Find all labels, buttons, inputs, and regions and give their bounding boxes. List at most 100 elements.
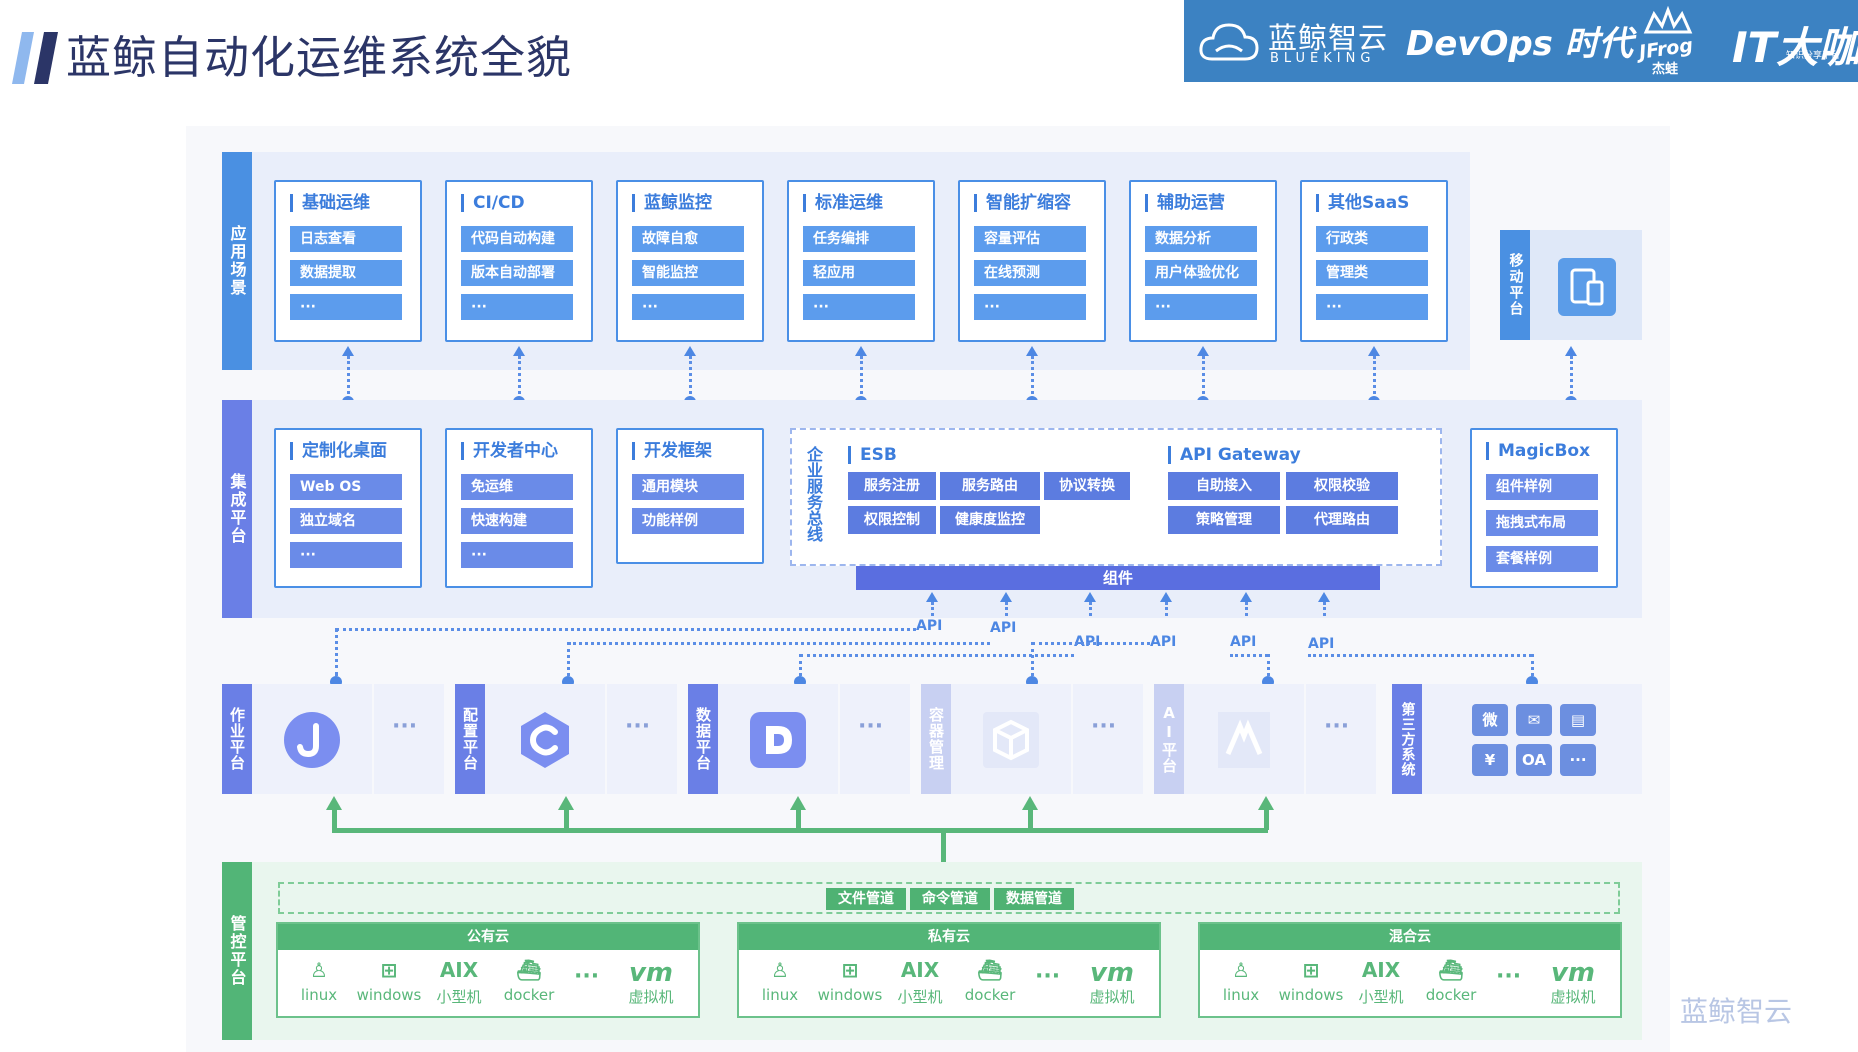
app-card-item[interactable]: 数据分析 [1145, 226, 1257, 252]
app-card-item[interactable]: ··· [974, 294, 1086, 320]
integration-card-item[interactable]: ··· [461, 542, 573, 568]
config-platform-icon[interactable] [515, 710, 575, 770]
api-gateway-item[interactable]: 自助接入 [1168, 472, 1280, 500]
app-card-title: 标准运维 [803, 194, 883, 212]
app-card-item[interactable]: ··· [461, 294, 573, 320]
app-card-item[interactable]: 版本自动部署 [461, 260, 573, 286]
app-card-item[interactable]: 代码自动构建 [461, 226, 573, 252]
data-platform-icon[interactable] [748, 710, 808, 770]
esb-item[interactable]: 协议转换 [1044, 472, 1130, 500]
os-item: ⊞windows [354, 958, 424, 1004]
up-arrow-icon [1240, 592, 1252, 602]
app-card-item[interactable]: 用户体验优化 [1145, 260, 1257, 286]
linux-icon: ♙ [310, 958, 328, 982]
os-label: linux [1222, 986, 1260, 1004]
app-card: 蓝鲸监控故障自愈智能监控··· [616, 180, 764, 342]
message-icon[interactable]: ▤ [1560, 704, 1596, 736]
os-item: ♙linux [1206, 958, 1276, 1004]
os-label: windows [817, 986, 883, 1004]
integration-card-title: 开发者中心 [461, 442, 558, 460]
app-card-item[interactable]: 数据提取 [290, 260, 402, 286]
app-card-item[interactable]: 容量评估 [974, 226, 1086, 252]
os-item: ⛴docker [494, 958, 564, 1004]
brand-name-en: BLUEKING [1270, 51, 1376, 66]
app-card-item[interactable]: 智能监控 [632, 260, 744, 286]
mail-icon[interactable]: ✉ [1516, 704, 1552, 736]
windows-icon: ⊞ [380, 958, 398, 982]
ai-platform-icon[interactable] [1214, 710, 1274, 770]
yuan-icon[interactable]: ¥ [1472, 744, 1508, 776]
dotted-connector [931, 602, 934, 616]
app-card-item[interactable]: ··· [632, 294, 744, 320]
integration-card-item[interactable]: 独立域名 [290, 508, 402, 534]
app-card-title: 智能扩缩容 [974, 194, 1071, 212]
layer-tag-control: 管控平台 [222, 862, 252, 1040]
job-platform-icon[interactable] [282, 710, 342, 770]
app-card-item[interactable]: 任务编排 [803, 226, 915, 252]
platform-tag: 第三方系统 [1392, 684, 1422, 794]
app-card-item[interactable]: 故障自愈 [632, 226, 744, 252]
app-card-item[interactable]: ··· [803, 294, 915, 320]
watermark: 蓝鲸智云 [1680, 995, 1793, 1028]
oa-icon[interactable]: OA [1516, 744, 1552, 776]
platform-tag: 数据平台 [688, 684, 718, 794]
app-card-item[interactable]: 管理类 [1316, 260, 1428, 286]
up-arrow-icon [1026, 346, 1038, 356]
integration-card-item[interactable]: 快速构建 [461, 508, 573, 534]
layer-tag-app: 应用场景 [222, 152, 252, 370]
dotted-connector [689, 356, 692, 400]
pipe-panel [278, 882, 1620, 914]
component-bar: 组件 [856, 566, 1380, 590]
esb-item[interactable]: 权限控制 [848, 506, 936, 534]
pipe-item[interactable]: 命令管道 [910, 888, 990, 910]
app-card-item[interactable]: ··· [1145, 294, 1257, 320]
integration-card-item[interactable]: 功能样例 [632, 508, 744, 534]
vm-icon: vm [1089, 958, 1135, 988]
more-icon[interactable]: ··· [1560, 744, 1596, 776]
dotted-connector [1005, 602, 1008, 616]
title-accent-bars [12, 32, 58, 84]
app-card-item[interactable]: 轻应用 [803, 260, 915, 286]
api-label: API [916, 618, 943, 634]
dotted-route [800, 654, 1074, 657]
api-gateway-item[interactable]: 权限校验 [1286, 472, 1398, 500]
dotted-connector [1323, 602, 1326, 616]
os-item: ⊞windows [815, 958, 885, 1004]
os-item: ♙linux [284, 958, 354, 1004]
dotted-route [1308, 654, 1532, 657]
api-label: API [1230, 634, 1257, 650]
integration-card-item[interactable]: ··· [290, 542, 402, 568]
container-icon[interactable] [981, 710, 1041, 770]
aix-icon: AIX [900, 958, 940, 982]
integration-card-item[interactable]: 通用模块 [632, 474, 744, 500]
os-label: docker [964, 986, 1016, 1004]
app-card-title: 其他SaaS [1316, 194, 1409, 212]
app-card-item[interactable]: 在线预测 [974, 260, 1086, 286]
pipe-item[interactable]: 数据管道 [994, 888, 1074, 910]
esb-item[interactable]: 服务路由 [940, 472, 1040, 500]
dotted-connector [347, 356, 350, 400]
app-card-item[interactable]: ··· [290, 294, 402, 320]
esb-item[interactable]: 健康度监控 [940, 506, 1040, 534]
app-card-item[interactable]: 行政类 [1316, 226, 1428, 252]
app-card-item[interactable]: ··· [1316, 294, 1428, 320]
brand-banner: 蓝鲸智云 BLUEKING DevOps 时代 JFrog 杰蛙 IT大咖说 知… [1184, 0, 1858, 82]
docker-icon: ⛴ [516, 958, 542, 982]
esb-item[interactable]: 服务注册 [848, 472, 936, 500]
os-label: 小型机 [436, 988, 482, 1006]
wechat-icon[interactable]: 微 [1472, 704, 1508, 736]
jfrog-crown-icon [1643, 6, 1693, 34]
platform-tag: 容器管理 [921, 684, 951, 794]
pipe-item[interactable]: 文件管道 [826, 888, 906, 910]
integration-card-item[interactable]: 免运维 [461, 474, 573, 500]
platform-gap [1306, 684, 1376, 794]
app-card-item[interactable]: 日志查看 [290, 226, 402, 252]
platform-tag: 配置平台 [455, 684, 485, 794]
api-gateway-item[interactable]: 策略管理 [1168, 506, 1280, 534]
api-gateway-item[interactable]: 代理路由 [1286, 506, 1398, 534]
integration-card-item[interactable]: Web OS [290, 474, 402, 500]
